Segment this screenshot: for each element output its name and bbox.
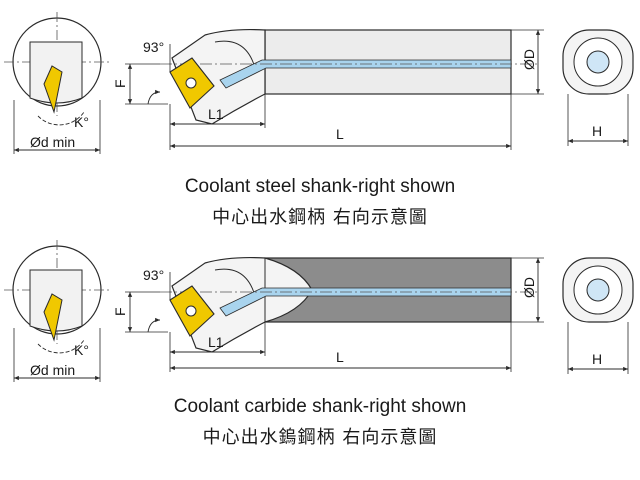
carbide-bore-end-view: K° Ød min (4, 240, 112, 382)
carbide-side-view: 93° F L1 L ØD (112, 256, 544, 372)
d-outer-label: ØD (521, 49, 537, 70)
carbide-shank-end-view: H (562, 257, 634, 374)
coolant-hole (586, 50, 610, 74)
lead-angle-arc (147, 317, 161, 333)
coolant-hole (586, 278, 610, 302)
steel-side-view: 93° F L1 L ØD (112, 28, 544, 150)
insert-screw-icon (185, 305, 197, 317)
rhombic-insert-icon (43, 65, 63, 114)
dmin-label: Ød min (30, 362, 75, 378)
coolant-channel (219, 59, 512, 89)
k-angle-arc (37, 111, 85, 126)
steel-shank-end-view: H (562, 29, 634, 146)
l1-label: L1 (208, 106, 224, 122)
angle-label: 93° (143, 39, 164, 55)
carbide-drawing: K° Ød min 93° F L1 (4, 240, 634, 382)
f-label: F (112, 79, 128, 88)
coolant-channel (219, 287, 512, 317)
steel-caption-en: Coolant steel shank-right shown (184, 176, 456, 197)
h-label: H (592, 351, 602, 367)
l-label: L (336, 126, 344, 142)
d-outer-label: ØD (521, 277, 537, 298)
carbide-caption-zh: 中心出水鎢鋼柄 右向示意圖 (202, 427, 438, 448)
insert-screw-icon (185, 77, 197, 89)
f-label: F (112, 307, 128, 316)
steel-caption-zh: 中心出水鋼柄 右向示意圖 (212, 207, 428, 228)
l-label: L (336, 349, 344, 365)
steel-bore-end-view: K° Ød min (4, 12, 112, 154)
k-angle-arc (37, 339, 85, 354)
h-label: H (592, 123, 602, 139)
steel-drawing: K° Ød min 93° F (4, 12, 634, 154)
dmin-label: Ød min (30, 134, 75, 150)
k-angle-label: K° (74, 342, 89, 358)
lead-angle-arc (147, 89, 161, 105)
l1-label: L1 (208, 334, 224, 350)
rhombic-insert-icon (43, 293, 63, 342)
k-angle-label: K° (74, 114, 89, 130)
carbide-caption-en: Coolant carbide shank-right shown (173, 396, 467, 417)
angle-label: 93° (143, 267, 164, 283)
